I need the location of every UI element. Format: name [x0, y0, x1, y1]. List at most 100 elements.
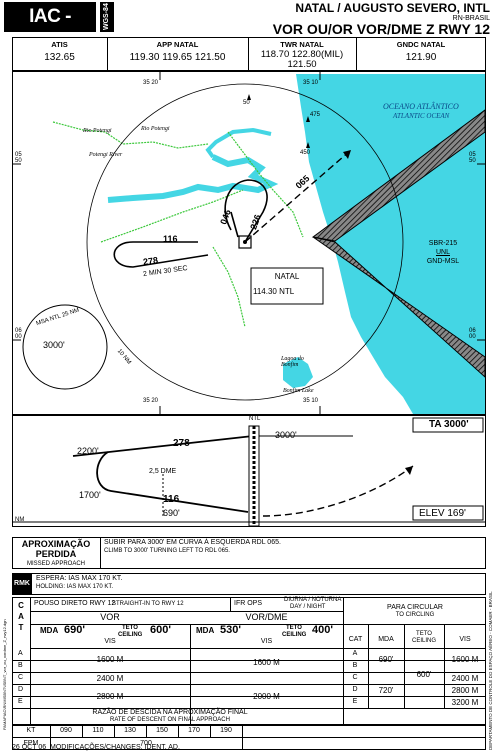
plan-view: 35 20 35 10 35 20 35 10 05 50 06 00 05 5…	[12, 71, 486, 415]
row-c: C	[18, 674, 24, 681]
ocean-label-en: ATLANTIC OCEAN	[393, 112, 450, 120]
lake-label-en: Bonfim Lake	[283, 388, 314, 394]
track-116: 116	[163, 234, 178, 244]
missed-title-en: MISSED APPROACH	[26, 561, 85, 567]
profile-ntl: NTL	[249, 416, 261, 422]
grid-bottom-2: 35 10	[303, 398, 319, 404]
river-label-1: Rio Potengi	[83, 128, 112, 134]
ocean-label: OCEANO ATLÂNTICO	[383, 102, 459, 111]
speed-190: 190	[220, 727, 232, 734]
vis-dme-header: VIS	[260, 638, 273, 645]
vis-dme-abc: 1600 M	[253, 658, 280, 667]
restricted-area-lower	[312, 236, 485, 378]
rate-fpm-label: FPM	[23, 740, 39, 747]
restricted-lower: GND-MSL	[426, 258, 460, 265]
circ-vis-ab: 1600 M	[451, 655, 479, 664]
missed-text-en: CLIMB TO 3000' TURNING LEFT TO RDL 065.	[104, 548, 230, 554]
river-label-3: Rio Potengi	[141, 126, 170, 132]
comm-value-atis: 132.65	[44, 52, 75, 63]
missed-approach-track	[244, 149, 352, 243]
wgs-tag: WGS-84	[100, 2, 114, 32]
side-file-path: PAMAPIAC\RNMISBNT\ISBNT_vor_ou_vordme_Z_…	[2, 619, 7, 730]
ring-10nm	[86, 83, 404, 401]
circling-label: PARA CIRCULAR	[387, 604, 443, 611]
mda-vor-value: 690'	[64, 624, 85, 636]
vis-vor-ab: 1600 M	[96, 655, 124, 664]
profile-alt-2200: 2200'	[77, 446, 99, 456]
rmk-line1: ESPERA: IAS MAX 170 KT.	[36, 575, 123, 582]
grid-right-2: 06 00	[469, 328, 476, 340]
mda-dme-value: 530'	[220, 624, 241, 636]
grid-right-1: 05 50	[469, 152, 476, 164]
vis-vor-c: 2400 M	[96, 674, 124, 683]
lake-bonfim	[283, 357, 313, 388]
lake-label: Lagoa do Bonfim	[281, 356, 304, 368]
circ-mda-cde: 720'	[378, 686, 394, 695]
teto-dme-label: TETO	[286, 625, 302, 631]
comm-value-gndc: 121.90	[405, 52, 437, 63]
circ-row-d: D	[352, 686, 358, 693]
straight-in-label: STRAIGHT-IN TO RWY 12	[112, 601, 184, 607]
vordme-header: VOR/DME	[245, 612, 288, 622]
obstacle-icon	[247, 94, 251, 100]
circ-teto-value: 600'	[416, 670, 432, 679]
restricted-area-upper	[311, 109, 485, 242]
circ-vis-d: 2800 M	[451, 686, 479, 695]
plan-view-svg	[13, 72, 485, 414]
nav-box	[250, 267, 324, 305]
circ-vis-e: 3200 M	[451, 698, 479, 707]
profile-missed	[262, 465, 414, 517]
side-department: DEPARTAMENTO DE CONTROLE DO ESPAÇO AÉREO…	[488, 591, 493, 750]
speed-150: 150	[156, 727, 168, 734]
row-a: A	[18, 650, 23, 657]
circ-row-b: B	[352, 662, 358, 669]
obstacle-elev-2: 475	[310, 112, 321, 118]
circ-teto-header: TETO	[416, 631, 432, 637]
comm-label-twr: TWR NATAL	[280, 40, 324, 49]
missed-approach-box	[12, 537, 486, 569]
msa-altitude: 3000'	[43, 340, 65, 350]
procedure-title: VOR OU/OR VOR/DME Z RWY 12	[272, 21, 490, 37]
rate-title-en: RATE OF DESCENT ON FINAL APPROACH	[110, 717, 230, 723]
vis-vor-header: VIS	[104, 638, 116, 645]
vis-vor-de: 2800 M	[96, 692, 124, 701]
profile-278-leg	[72, 435, 254, 457]
circ-mda-ab: 690'	[378, 655, 394, 664]
river-label-2: Potengi River	[89, 152, 123, 158]
profile-svg	[13, 417, 485, 526]
obstacle-elev-3: 450	[300, 150, 311, 156]
profile-track-116: 116	[163, 494, 180, 505]
river-potengi	[107, 154, 279, 203]
pouso-label: POUSO DIRETO RWY 12	[34, 600, 116, 607]
rate-title: RAZÃO DE DESCIDA NA APROXIMAÇÃO FINAL	[92, 709, 248, 716]
obstacle-icon	[306, 116, 310, 122]
track-278: 278	[142, 255, 159, 267]
profile-116-leg	[96, 451, 249, 513]
rmk-tag: RMK	[12, 573, 32, 595]
profile-view: TA 3000' NTL 3000' 2200' 1700' 690' 278 …	[12, 415, 486, 527]
speed-130: 130	[124, 727, 136, 734]
speed-090: 090	[60, 727, 72, 734]
restricted-id: SBR-215	[428, 240, 458, 247]
comm-label-app: APP NATAL	[156, 40, 199, 49]
ifr-ops: IFR OPS	[234, 600, 263, 607]
day-night: DIURNA / NOTURNA	[284, 597, 342, 603]
comm-value-app: 119.30 119.65 121.50	[129, 52, 226, 63]
leg-278	[113, 241, 209, 268]
mda-dme-label: MDA	[196, 626, 215, 635]
profile-alt-1700: 1700'	[79, 490, 101, 500]
grid-left-1: 05 50	[15, 152, 22, 164]
ta-label: TA 3000'	[429, 419, 469, 430]
row-e: E	[18, 698, 23, 705]
missed-text: SUBIR PARA 3000' EM CURVA À ESQUERDA RDL…	[104, 539, 281, 546]
circ-ceiling-header: CEILING	[411, 638, 436, 644]
circ-vis-c: 2400 M	[451, 674, 479, 683]
comm-label-gndc: GNDC NATAL	[396, 40, 446, 49]
grid-left-2: 06 00	[15, 328, 22, 340]
airport-location: RN-BRASIL	[452, 15, 490, 22]
profile-alt-3000: 3000'	[275, 430, 297, 440]
ceiling-dme-label: CEILING	[282, 632, 307, 638]
msa-circle	[22, 304, 108, 390]
nav-freq: 114.30 NTL	[253, 287, 295, 296]
